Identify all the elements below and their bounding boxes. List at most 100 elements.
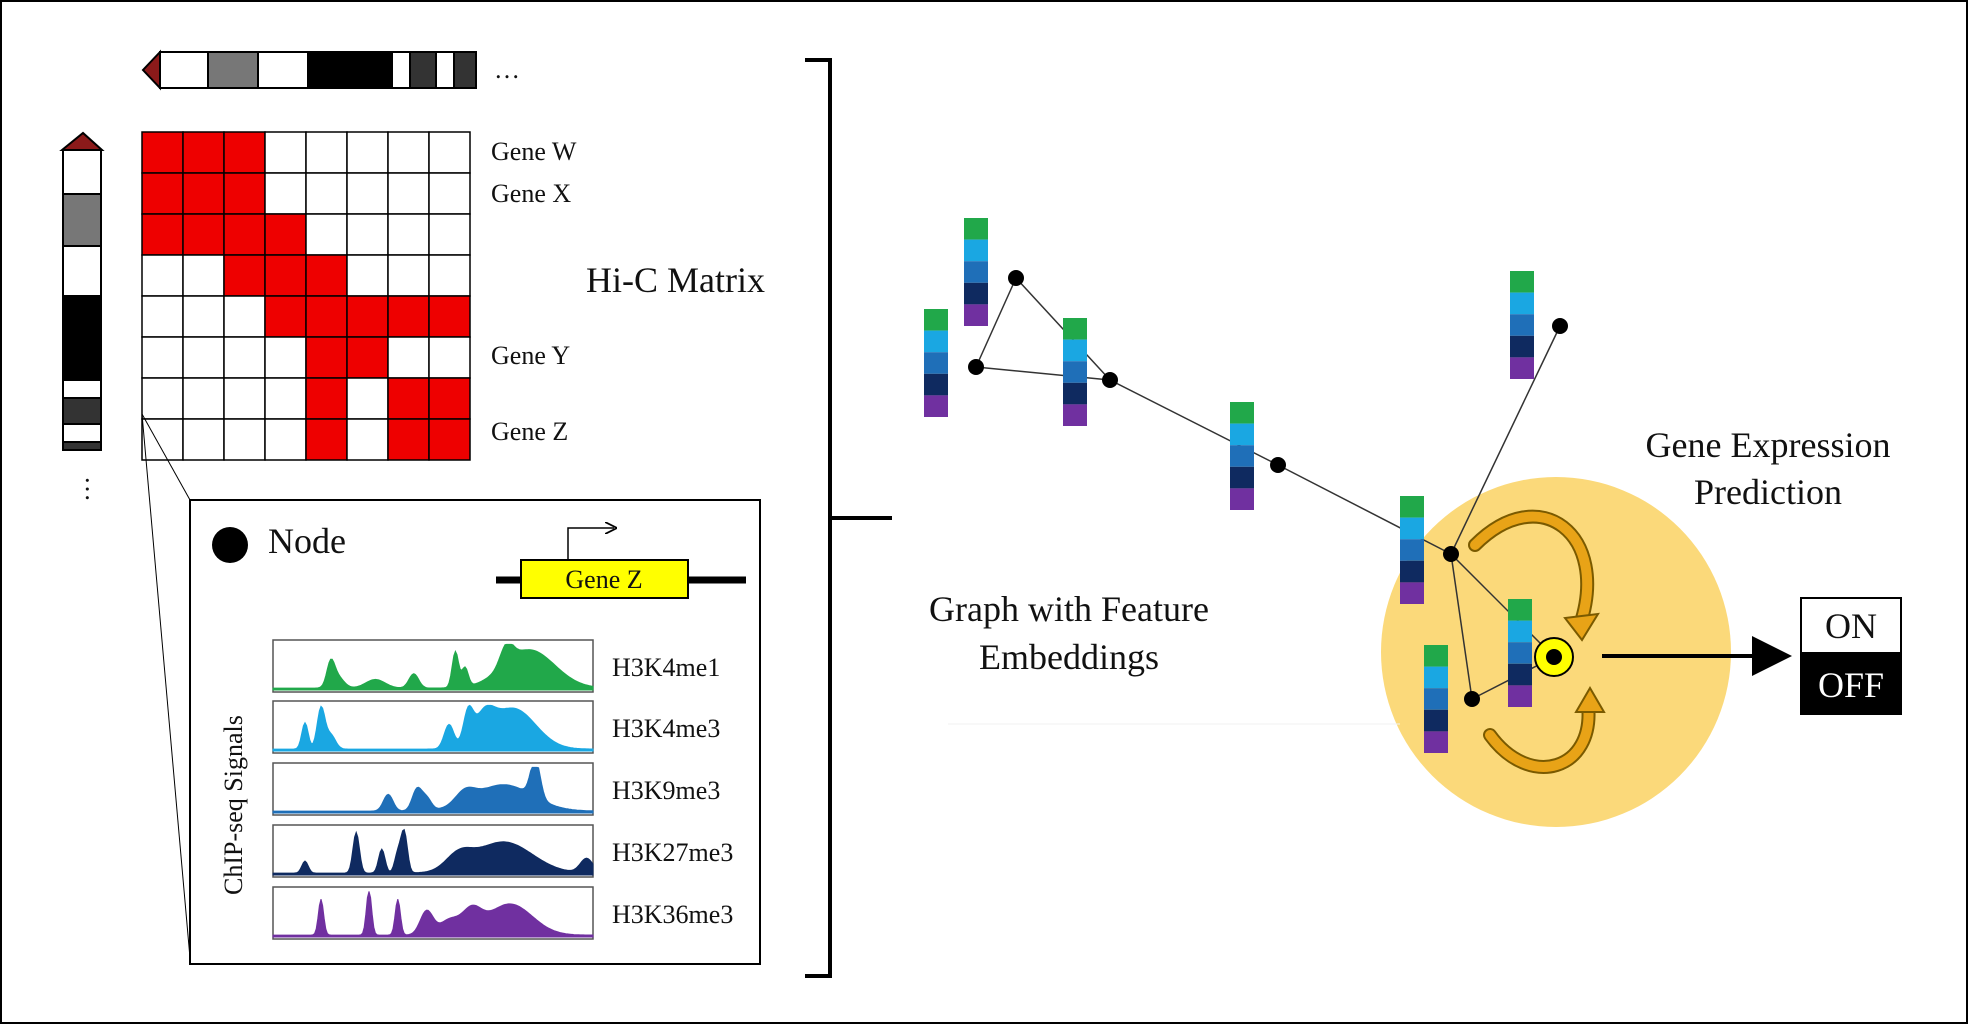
feature-cell bbox=[964, 239, 988, 262]
hic-cell bbox=[305, 172, 348, 215]
hic-cell bbox=[223, 254, 266, 297]
hic-cell bbox=[428, 131, 471, 174]
feature-cell bbox=[1230, 466, 1254, 489]
prediction-label-line1: Gene Expression bbox=[1646, 425, 1891, 465]
feature-cell bbox=[1508, 642, 1532, 664]
feature-cell bbox=[924, 352, 948, 374]
hic-cell bbox=[141, 336, 184, 379]
prediction-label-line2: Prediction bbox=[1694, 472, 1842, 512]
graph-node bbox=[1464, 691, 1480, 707]
on-label: ON bbox=[1825, 606, 1877, 646]
hic-cell bbox=[141, 254, 184, 297]
feature-cell bbox=[964, 304, 988, 326]
feature-cell bbox=[1400, 560, 1424, 583]
graph-node bbox=[1102, 372, 1118, 388]
hic-cell bbox=[182, 213, 225, 256]
track-signal-h3k9me3 bbox=[272, 766, 594, 814]
hic-cell bbox=[305, 418, 348, 461]
feature-cell bbox=[1510, 271, 1534, 293]
hic-cell bbox=[141, 213, 184, 256]
track-signal-h3k4me1 bbox=[272, 643, 594, 691]
horizontal-ellipsis: … bbox=[494, 55, 520, 84]
hic-cell bbox=[346, 213, 389, 256]
gene-box-label: Gene Z bbox=[565, 565, 642, 594]
target-node bbox=[1546, 649, 1562, 665]
track-signal-h3k27me3 bbox=[272, 828, 594, 876]
graph-node bbox=[1552, 318, 1568, 334]
hic-cell bbox=[182, 131, 225, 174]
graph-edge bbox=[1450, 553, 1555, 658]
hic-cell bbox=[305, 295, 348, 338]
hic-cell bbox=[346, 172, 389, 215]
gene-label-x: Gene X bbox=[491, 179, 571, 208]
off-label: OFF bbox=[1818, 665, 1884, 705]
hic-cell bbox=[264, 377, 307, 420]
zoom-line bbox=[141, 413, 191, 501]
hic-cell bbox=[346, 254, 389, 297]
hic-cell bbox=[387, 131, 430, 174]
message-passing-arrows bbox=[1468, 509, 1606, 774]
hic-cell bbox=[305, 213, 348, 256]
hic-matrix bbox=[141, 131, 471, 461]
hic-cell bbox=[428, 172, 471, 215]
hic-cell bbox=[141, 295, 184, 338]
gene-label-z: Gene Z bbox=[491, 417, 568, 446]
graph-label-line1: Graph with Feature bbox=[929, 589, 1209, 629]
graph-edge bbox=[975, 277, 1017, 368]
feature-cell bbox=[1510, 314, 1534, 336]
hic-matrix-title: Hi-C Matrix bbox=[586, 260, 765, 300]
curved-arrow-head bbox=[1563, 612, 1600, 642]
feature-cell bbox=[1508, 599, 1532, 621]
zoom-line bbox=[141, 413, 191, 959]
feature-cell bbox=[924, 395, 948, 417]
hic-cell bbox=[264, 336, 307, 379]
hic-cell bbox=[305, 131, 348, 174]
hic-cell bbox=[387, 336, 430, 379]
graph-nodes bbox=[968, 270, 1568, 707]
hic-cell bbox=[428, 295, 471, 338]
node-icon bbox=[212, 527, 248, 563]
graph-label-line2: Embeddings bbox=[979, 637, 1159, 677]
hic-cell bbox=[346, 295, 389, 338]
feature-cell bbox=[1063, 318, 1087, 340]
hic-cell bbox=[141, 172, 184, 215]
feature-cell bbox=[924, 373, 948, 396]
graph-node bbox=[1270, 457, 1286, 473]
feature-cell bbox=[1508, 663, 1532, 686]
feature-cell bbox=[1400, 496, 1424, 518]
hic-cell bbox=[182, 377, 225, 420]
track-label-h3k36me3: H3K36me3 bbox=[612, 900, 733, 929]
feature-cell bbox=[1400, 517, 1424, 540]
feature-cell bbox=[1424, 688, 1448, 710]
hic-cell bbox=[141, 131, 184, 174]
track-label-h3k4me3: H3K4me3 bbox=[612, 714, 720, 743]
hic-cell bbox=[223, 336, 266, 379]
hic-cell bbox=[387, 172, 430, 215]
feature-cell bbox=[964, 282, 988, 305]
hic-cell bbox=[305, 254, 348, 297]
graph-edge bbox=[1450, 325, 1561, 555]
gene-label-y: Gene Y bbox=[491, 341, 570, 370]
feature-cell bbox=[1063, 404, 1087, 426]
track-signal-h3k36me3 bbox=[272, 891, 594, 938]
vertical-ellipsis: … bbox=[80, 476, 109, 502]
hic-cell bbox=[182, 172, 225, 215]
hic-cell bbox=[182, 254, 225, 297]
hic-cell bbox=[387, 377, 430, 420]
feature-cell bbox=[1063, 382, 1087, 405]
hic-cell bbox=[223, 295, 266, 338]
track-signal-h3k4me3 bbox=[272, 704, 594, 752]
feature-cell bbox=[1510, 335, 1534, 358]
hic-cell bbox=[264, 172, 307, 215]
feature-cell bbox=[1510, 292, 1534, 315]
hic-cell bbox=[346, 336, 389, 379]
hic-cell bbox=[223, 131, 266, 174]
curved-arrow-head bbox=[1574, 686, 1606, 713]
horizontal-chromosome bbox=[141, 49, 477, 91]
hic-cell bbox=[428, 336, 471, 379]
hic-cell bbox=[264, 131, 307, 174]
feature-cell bbox=[964, 218, 988, 240]
feature-cell bbox=[1424, 666, 1448, 689]
